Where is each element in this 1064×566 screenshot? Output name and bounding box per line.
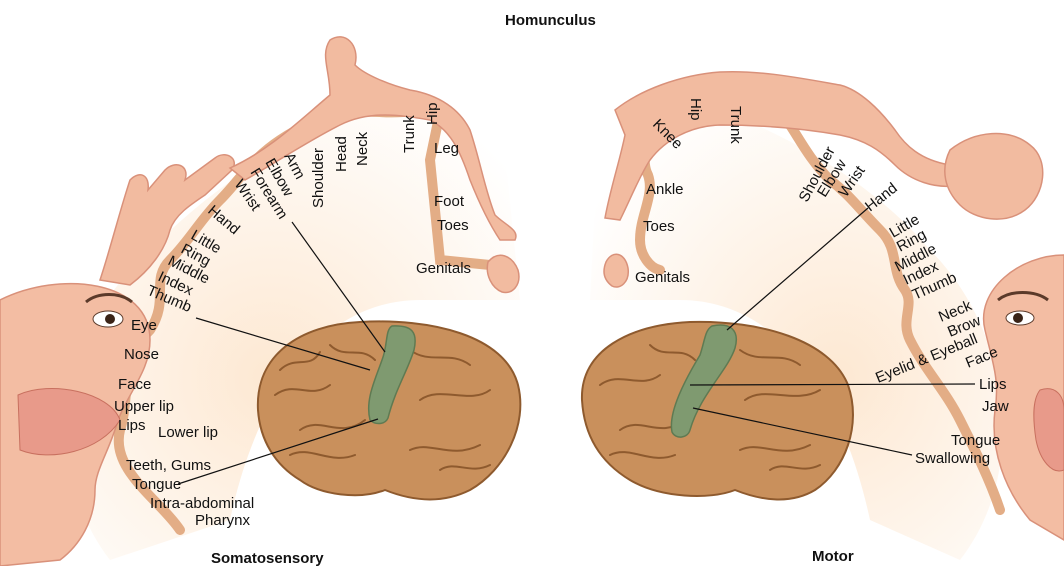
label-eye: Eye — [131, 317, 157, 334]
label-pharynx: Pharynx — [195, 512, 251, 529]
label-jaw: Jaw — [982, 398, 1009, 415]
label-shoulder: Shoulder — [310, 148, 327, 208]
label-genitals-motor: Genitals — [635, 269, 690, 286]
label-hip: Hip — [424, 102, 441, 125]
label-lower-lip: Lower lip — [158, 424, 218, 441]
label-ankle: Ankle — [646, 181, 684, 198]
label-genitals: Genitals — [416, 260, 471, 277]
label-nose: Nose — [124, 346, 159, 363]
label-tongue: Tongue — [132, 476, 181, 493]
somatosensory-title: Somatosensory — [211, 550, 324, 566]
label-swallowing: Swallowing — [915, 450, 990, 467]
label-neck: Neck — [354, 131, 371, 166]
label-teeth-gums: Teeth, Gums — [126, 457, 211, 474]
motor-genitals-shape — [604, 254, 628, 287]
label-hip-motor: Hip — [687, 98, 704, 121]
label-lips-motor: Lips — [979, 376, 1007, 393]
label-leg: Leg — [434, 140, 459, 157]
motor-brain — [582, 322, 853, 500]
label-trunk: Trunk — [401, 115, 418, 153]
label-tongue-motor: Tongue — [951, 432, 1000, 449]
label-face: Face — [118, 376, 151, 393]
motor-pupil — [1013, 313, 1023, 323]
label-upper-lip: Upper lip — [114, 398, 174, 415]
motor-title: Motor — [812, 548, 854, 565]
label-intra-abdominal: Intra-abdominal — [150, 495, 254, 512]
label-lips: Lips — [118, 417, 146, 434]
label-toes-motor: Toes — [643, 218, 675, 235]
label-head: Head — [333, 136, 350, 172]
figure-title: Homunculus — [505, 12, 596, 29]
motor-panel: Hip Knee Trunk Ankle Toes Genitals Shoul… — [582, 72, 1064, 565]
motor-hand — [945, 134, 1043, 220]
somatosensory-panel: Trunk Hip Neck Head Shoulder Arm Elbow F… — [0, 37, 520, 566]
somatosensory-pupil — [105, 314, 115, 324]
label-toes: Toes — [437, 217, 469, 234]
label-trunk-motor: Trunk — [727, 106, 744, 144]
label-foot: Foot — [434, 193, 465, 210]
